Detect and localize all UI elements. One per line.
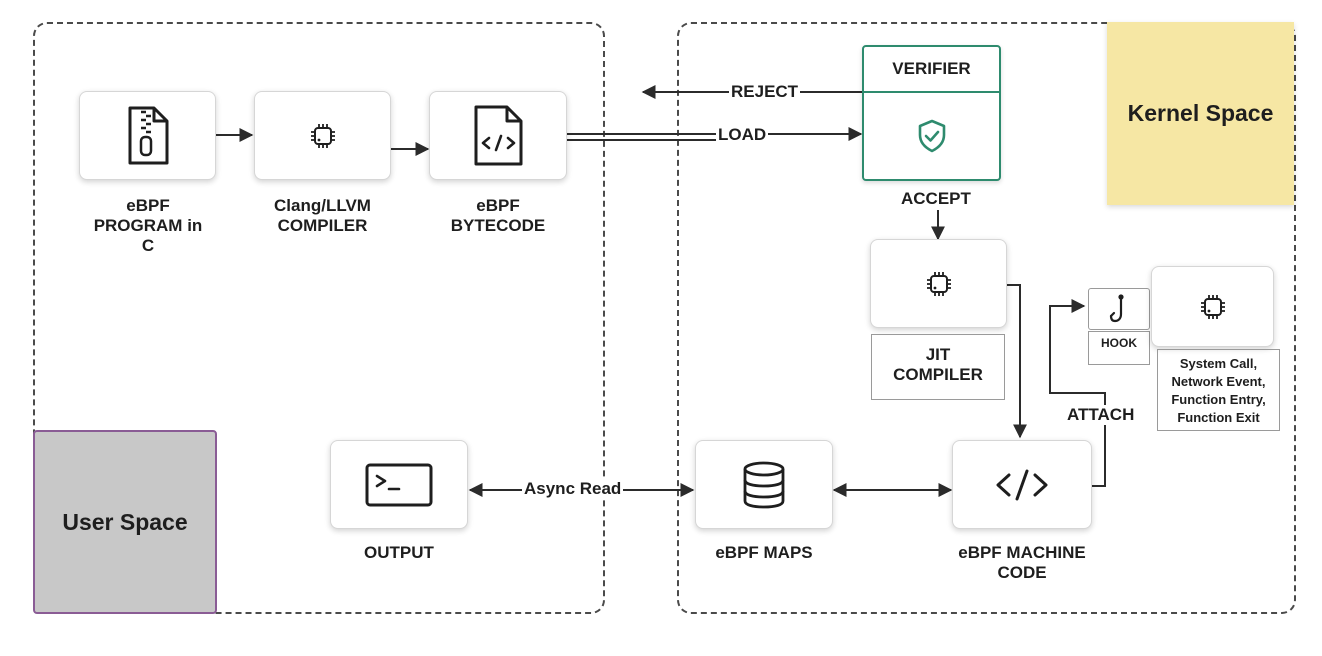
jit-label: JIT COMPILER <box>871 334 1005 400</box>
reject-label: REJECT <box>729 82 801 102</box>
zip-file-icon <box>128 106 168 164</box>
verifier-card: VERIFIER <box>862 45 1001 181</box>
events-label: System Call, Network Event, Function Ent… <box>1157 349 1280 431</box>
verifier-header: VERIFIER <box>864 47 999 93</box>
program-card <box>79 91 216 180</box>
chip-icon <box>926 271 951 296</box>
terminal-icon <box>365 463 433 506</box>
kernel-space-label: Kernel Space <box>1127 100 1274 126</box>
user-space-label: User Space <box>62 508 188 535</box>
bytecode-card <box>429 91 567 180</box>
chip-icon <box>1200 294 1225 319</box>
user-space-region <box>33 22 605 614</box>
hook-icon <box>1109 294 1124 323</box>
machine-code-card <box>952 440 1092 529</box>
events-card <box>1151 266 1274 347</box>
code-file-icon <box>474 105 523 165</box>
accept-label: ACCEPT <box>901 189 971 208</box>
attach-label: ATTACH <box>1065 405 1137 425</box>
machine-code-label: eBPF MACHINE CODE <box>958 543 1086 582</box>
user-space-badge: User Space <box>33 430 217 614</box>
async-read-label: Async Read <box>522 479 624 499</box>
hook-label: HOOK <box>1088 331 1150 365</box>
compiler-card <box>254 91 391 180</box>
bytecode-label: eBPF BYTECODE <box>450 196 546 235</box>
kernel-space-region <box>677 22 1296 614</box>
jit-card <box>870 239 1007 328</box>
output-card <box>330 440 468 529</box>
verifier-label: VERIFIER <box>892 59 971 78</box>
maps-card <box>695 440 833 529</box>
load-label: LOAD <box>716 125 769 145</box>
output-label: OUTPUT <box>364 543 434 562</box>
hook-card <box>1088 288 1150 330</box>
program-label: eBPF PROGRAM in C <box>93 196 203 255</box>
arrow-attach <box>1049 299 1106 487</box>
maps-label: eBPF MAPS <box>715 543 813 562</box>
verifier-body <box>864 93 999 179</box>
compiler-label: Clang/LLVM COMPILER <box>274 196 371 235</box>
shield-check-icon <box>918 119 945 153</box>
chip-icon <box>310 123 335 148</box>
kernel-space-badge: Kernel Space <box>1107 22 1294 205</box>
code-icon <box>996 469 1048 500</box>
database-icon <box>743 461 785 508</box>
arrow-jit-to-machine-code <box>1007 284 1027 439</box>
